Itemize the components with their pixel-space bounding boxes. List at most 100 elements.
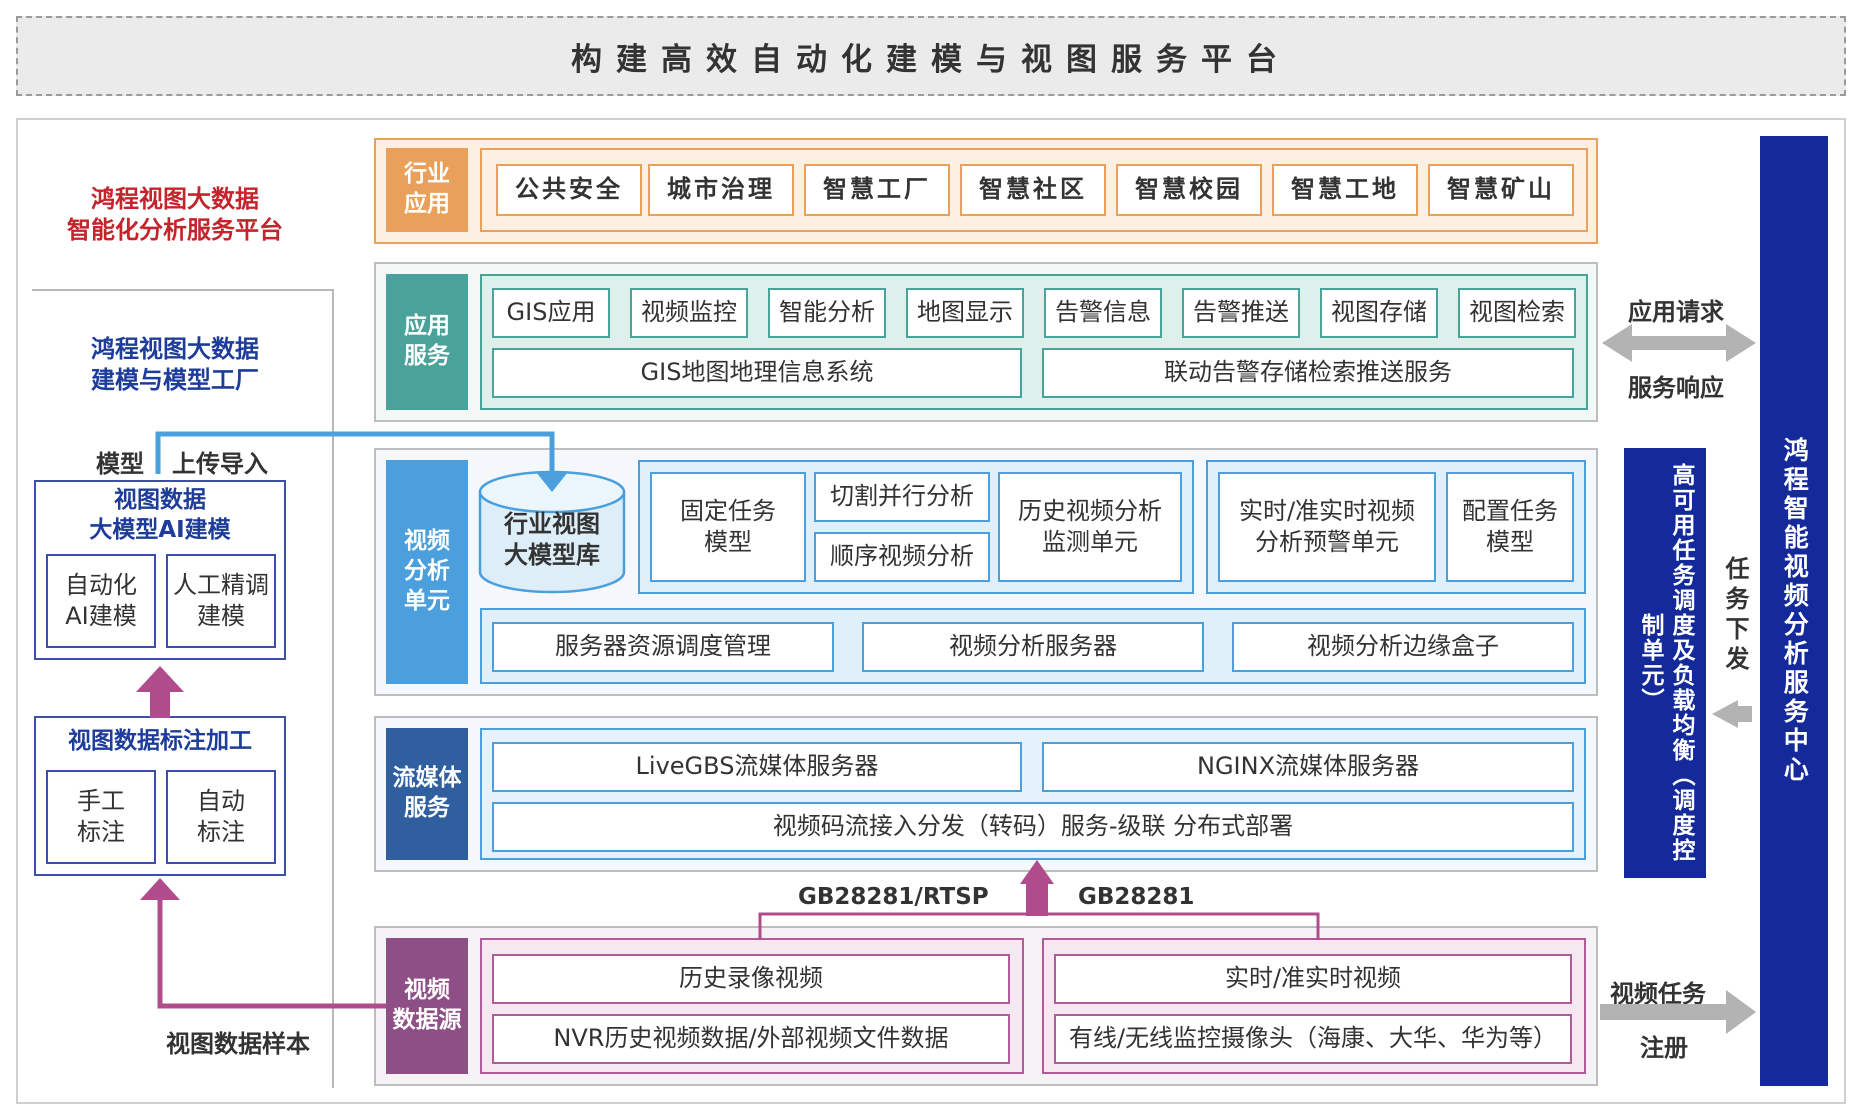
- service-center-column: 鸿程智能视频分析服务中心: [1760, 136, 1828, 1086]
- app-service-item: 视图存储: [1320, 288, 1438, 338]
- model-library-line2: 大模型库: [504, 541, 600, 569]
- camera-devices-box: 有线/无线监控摄像头（海康、大华、华为等）: [1054, 1014, 1572, 1064]
- manual-annot-line2: 标注: [77, 818, 125, 846]
- view-data-sample-label: 视图数据样本: [166, 1030, 310, 1058]
- source-label-line2: 数据源: [392, 1007, 462, 1033]
- service-response-label: 服务响应: [1628, 374, 1724, 402]
- app-service-item: 视频监控: [630, 288, 748, 338]
- auto-annot-line2: 标注: [197, 818, 245, 846]
- industry-label: 行业 应用: [386, 148, 468, 232]
- platform-title: 鸿程视图大数据 智能化分析服务平台: [30, 180, 320, 250]
- task-dispatch-label: 任务下发: [1721, 556, 1749, 676]
- analysis-label-line3: 单元: [404, 587, 450, 614]
- platform-title-line1: 鸿程视图大数据: [91, 184, 259, 213]
- ai-panel-title-line2: 大模型AI建模: [89, 517, 231, 543]
- streaming-label-line1: 流媒体: [392, 765, 462, 792]
- ai-modeling-panel: 视图数据 大模型AI建模 自动化 AI建模 人工精调 建模: [34, 480, 286, 660]
- diagram-frame: [16, 118, 1846, 1104]
- factory-title-line1: 鸿程视图大数据: [91, 334, 259, 363]
- manual-annotation-box: 手工 标注: [46, 770, 156, 864]
- fixed-task-line2: 模型: [704, 528, 752, 556]
- app-service-label-line1: 应用: [404, 313, 450, 340]
- config-task-line2: 模型: [1486, 528, 1534, 556]
- streaming-label: 流媒体 服务: [386, 728, 468, 860]
- ai-panel-title-line1: 视图数据: [114, 487, 206, 514]
- analysis-label: 视频 分析 单元: [386, 460, 468, 684]
- industry-label-line2: 应用: [404, 191, 450, 217]
- model-library-cylinder: [478, 470, 626, 594]
- cut-parallel-analysis-box: 切割并行分析: [814, 472, 990, 522]
- config-task-model-box: 配置任务 模型: [1446, 472, 1574, 582]
- history-monitor-line1: 历史视频分析: [1018, 496, 1162, 525]
- fixed-task-line1: 固定任务: [680, 496, 776, 525]
- scheduling-unit-column: 高可用任务调度及负载均衡（调度控制单元）: [1624, 448, 1706, 878]
- factory-bracket-top: [32, 289, 334, 291]
- protocol-label-left: GB28281/RTSP: [798, 884, 989, 910]
- stream-relay-service-box: 视频码流接入分发（转码）服务-级联 分布式部署: [492, 802, 1574, 852]
- nginx-server-box: NGINX流媒体服务器: [1042, 742, 1574, 792]
- analysis-server-item: 视频分析边缘盒子: [1232, 622, 1574, 672]
- factory-title: 鸿程视图大数据 建模与模型工厂: [30, 330, 320, 400]
- platform-title-line2: 智能化分析服务平台: [67, 216, 283, 244]
- model-library-line1: 行业视图: [504, 509, 600, 538]
- analysis-server-item: 服务器资源调度管理: [492, 622, 834, 672]
- manual-tuning-line1: 人工精调: [173, 570, 269, 599]
- industry-item: 智慧校园: [1116, 164, 1262, 216]
- nvr-history-data-box: NVR历史视频数据/外部视频文件数据: [492, 1014, 1010, 1064]
- manual-annot-line1: 手工: [77, 786, 125, 815]
- register-label: 注册: [1640, 1034, 1688, 1062]
- realtime-warning-line2: 分析预警单元: [1255, 528, 1399, 556]
- model-library: 行业视图 大模型库: [478, 505, 626, 575]
- app-service-item: 地图显示: [906, 288, 1024, 338]
- app-service-item: 告警推送: [1182, 288, 1300, 338]
- realtime-video-box: 实时/准实时视频: [1054, 954, 1572, 1004]
- source-label-line1: 视频: [404, 977, 450, 1004]
- industry-item: 智慧社区: [960, 164, 1106, 216]
- auto-ai-line1: 自动化: [65, 570, 137, 599]
- industry-item: 智慧工厂: [804, 164, 950, 216]
- source-label: 视频 数据源: [386, 938, 468, 1074]
- video-task-label: 视频任务: [1610, 980, 1706, 1008]
- analysis-label-line2: 分析: [404, 558, 450, 585]
- model-label: 模型: [96, 450, 144, 478]
- protocol-label-right: GB28281: [1078, 884, 1195, 910]
- history-monitor-line2: 监测单元: [1042, 528, 1138, 556]
- app-service-item: GIS应用: [492, 288, 610, 338]
- manual-tuning-box: 人工精调 建模: [166, 554, 276, 648]
- scheduling-unit-label: 高可用任务调度及负载均衡（调度控制单元）: [1637, 463, 1695, 863]
- history-monitor-unit-box: 历史视频分析 监测单元: [998, 472, 1182, 582]
- alarm-linkage-service-box: 联动告警存储检索推送服务: [1042, 348, 1574, 398]
- industry-item: 公共安全: [496, 164, 642, 216]
- realtime-warning-line1: 实时/准实时视频: [1238, 496, 1416, 525]
- app-service-item: 智能分析: [768, 288, 886, 338]
- analysis-label-line1: 视频: [404, 528, 450, 555]
- app-service-label: 应用 服务: [386, 274, 468, 410]
- industry-item: 城市治理: [648, 164, 794, 216]
- realtime-warning-unit-box: 实时/准实时视频 分析预警单元: [1218, 472, 1436, 582]
- page-title: 构建高效自动化建模与视图服务平台: [16, 16, 1846, 96]
- gis-system-box: GIS地图地理信息系统: [492, 348, 1022, 398]
- industry-label-line1: 行业: [404, 161, 450, 188]
- auto-ai-modeling-box: 自动化 AI建模: [46, 554, 156, 648]
- ai-panel-title: 视图数据 大模型AI建模: [36, 486, 284, 546]
- manual-tuning-line2: 建模: [197, 602, 245, 630]
- auto-annotation-box: 自动 标注: [166, 770, 276, 864]
- history-recording-box: 历史录像视频: [492, 954, 1010, 1004]
- app-request-label: 应用请求: [1628, 298, 1724, 326]
- app-service-item: 视图检索: [1458, 288, 1576, 338]
- industry-item: 智慧矿山: [1428, 164, 1574, 216]
- industry-item: 智慧工地: [1272, 164, 1418, 216]
- service-center-label: 鸿程智能视频分析服务中心: [1780, 437, 1810, 785]
- annotation-panel-title: 视图数据标注加工: [68, 728, 252, 755]
- factory-title-line2: 建模与模型工厂: [91, 366, 259, 394]
- app-service-item: 告警信息: [1044, 288, 1162, 338]
- fixed-task-model-box: 固定任务 模型: [650, 472, 806, 582]
- annotation-panel: 视图数据标注加工 手工 标注 自动 标注: [34, 716, 286, 876]
- config-task-line1: 配置任务: [1462, 496, 1558, 525]
- auto-annot-line1: 自动: [197, 786, 245, 815]
- upload-import-label: 上传导入: [172, 450, 268, 478]
- factory-bracket-side: [332, 289, 334, 1088]
- app-service-label-line2: 服务: [404, 343, 450, 369]
- streaming-label-line2: 服务: [404, 795, 450, 821]
- analysis-server-item: 视频分析服务器: [862, 622, 1204, 672]
